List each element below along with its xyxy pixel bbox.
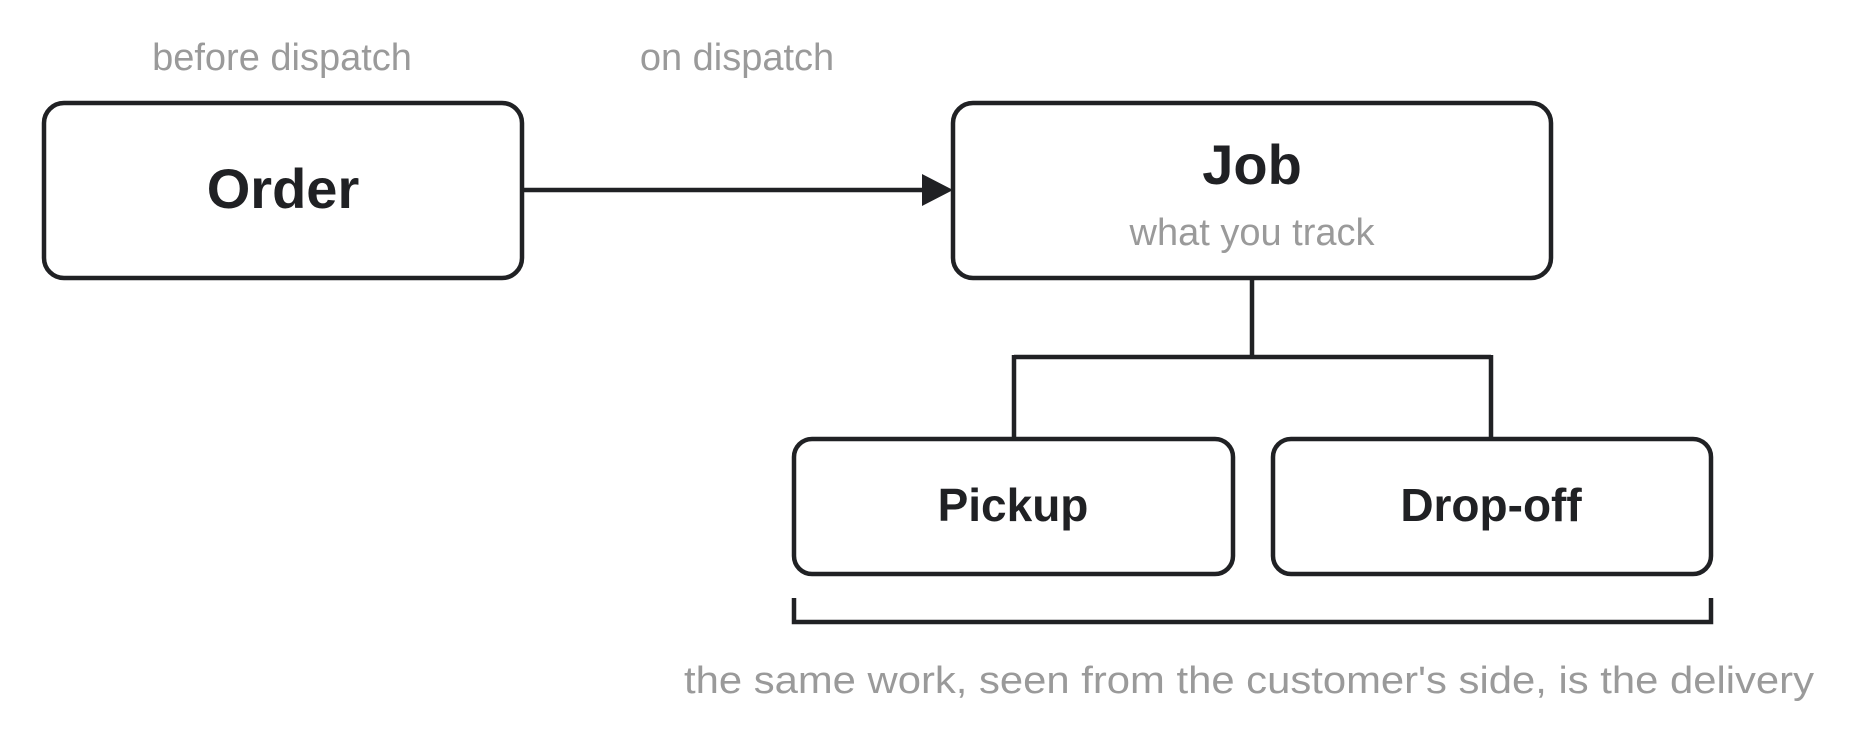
- pickup-node[interactable]: Pickup: [791, 436, 1236, 577]
- dropoff-node[interactable]: Drop-off: [1270, 436, 1714, 577]
- pickup-box: [791, 436, 1236, 577]
- order-node[interactable]: Order: [41, 100, 525, 281]
- arrowhead-icon: [922, 174, 953, 206]
- pickup-title: Pickup: [938, 479, 1089, 531]
- before-dispatch-label: before dispatch: [152, 37, 412, 79]
- order-title: Order: [207, 157, 360, 220]
- job-children-connector: [1011, 278, 1494, 439]
- job-subtitle: what you track: [1129, 212, 1376, 254]
- dropoff-title: Drop-off: [1400, 479, 1582, 531]
- job-title: Job: [1202, 133, 1302, 196]
- bracket-caption: the same work, seen from the customer's …: [684, 660, 1814, 702]
- delivery-bracket: [791, 598, 1714, 625]
- on-dispatch-label: on dispatch: [640, 37, 834, 79]
- order-box: [41, 100, 525, 281]
- job-node[interactable]: Job what you track: [950, 100, 1554, 281]
- dropoff-box: [1270, 436, 1714, 577]
